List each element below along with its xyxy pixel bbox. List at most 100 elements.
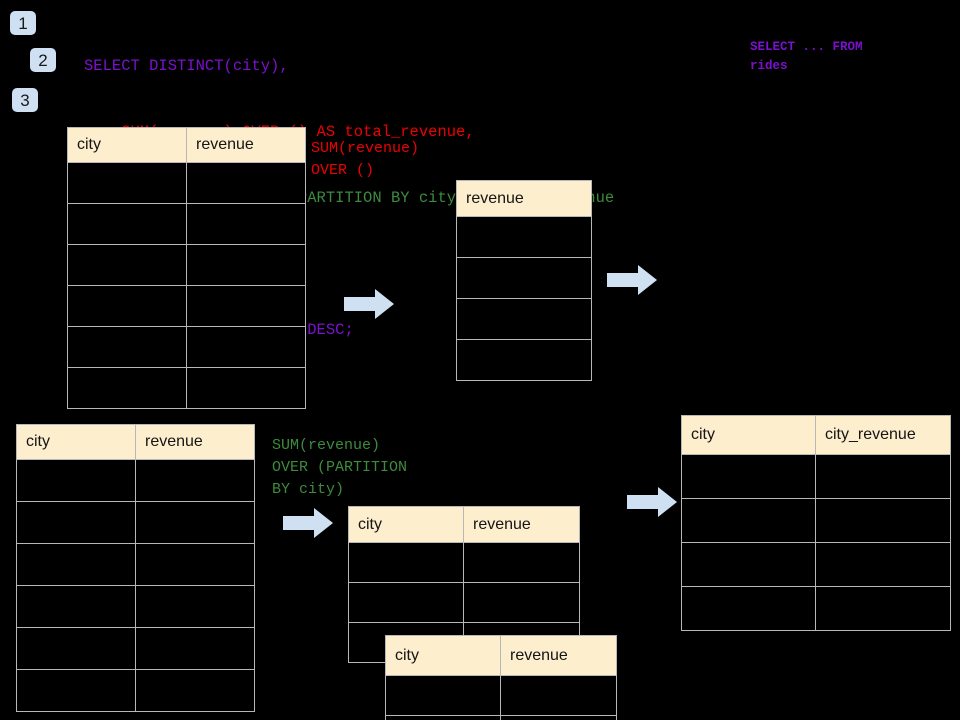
table-header-row: city revenue <box>385 635 617 676</box>
table-header-row: city revenue <box>16 424 255 460</box>
cell-city <box>16 459 136 502</box>
table-row[interactable] <box>456 339 592 381</box>
city-revenue-result-table: city city_revenue <box>681 415 951 631</box>
table-header-row: city city_revenue <box>681 415 951 455</box>
cell-city <box>348 542 464 583</box>
column-header-city-revenue: city_revenue <box>815 415 951 455</box>
column-header-revenue: revenue <box>463 506 580 543</box>
table-row[interactable] <box>67 285 306 327</box>
column-header-city: city <box>385 635 501 676</box>
table-header-row: city revenue <box>67 127 306 163</box>
sql-line-select: SELECT DISTINCT(city), <box>84 57 289 75</box>
column-header-revenue: revenue <box>186 127 306 163</box>
cell-city-revenue <box>815 498 951 543</box>
arrow-partition-to-result <box>627 487 677 517</box>
table-row[interactable] <box>456 298 592 340</box>
table-row[interactable] <box>16 585 255 628</box>
arrow-total-to-result <box>607 265 657 295</box>
table-row[interactable] <box>16 459 255 502</box>
table-row[interactable] <box>348 582 580 623</box>
cell-revenue <box>186 367 306 409</box>
cell-city <box>16 501 136 544</box>
step-badge-1[interactable]: 1 <box>10 11 36 35</box>
cell-city <box>681 498 816 543</box>
cell-revenue <box>456 257 592 299</box>
cell-revenue <box>456 216 592 258</box>
table-row[interactable] <box>385 675 617 716</box>
rides-source-table-bottom: city revenue <box>16 424 255 712</box>
cell-revenue <box>186 285 306 327</box>
cell-revenue <box>135 501 255 544</box>
column-header-revenue: revenue <box>135 424 255 460</box>
table-row[interactable] <box>67 367 306 409</box>
step-badge-2[interactable]: 2 <box>30 48 56 72</box>
arrow-source-to-partition <box>283 508 333 538</box>
table-row[interactable] <box>16 627 255 670</box>
column-header-city: city <box>16 424 136 460</box>
cell-revenue <box>135 627 255 670</box>
cell-city-revenue <box>815 542 951 587</box>
annotation-select-from-rides: SELECT ... FROM rides <box>750 40 863 73</box>
table-body <box>385 675 617 720</box>
cell-revenue <box>186 203 306 245</box>
cell-city <box>67 162 187 204</box>
cell-city <box>67 244 187 286</box>
table-row[interactable] <box>67 326 306 368</box>
partition-group-table-back: city revenue <box>348 506 580 663</box>
table-row[interactable] <box>67 244 306 286</box>
cell-revenue <box>135 459 255 502</box>
table-body <box>681 454 951 631</box>
cell-revenue <box>456 339 592 381</box>
rides-source-table-top: city revenue <box>67 127 306 409</box>
table-row[interactable] <box>348 542 580 583</box>
table-row[interactable] <box>385 715 617 720</box>
table-body <box>456 216 592 381</box>
table-row[interactable] <box>456 216 592 258</box>
table-row[interactable] <box>16 669 255 712</box>
step-badge-3[interactable]: 3 <box>12 88 38 112</box>
cell-city <box>681 542 816 587</box>
cell-revenue <box>135 543 255 586</box>
cell-city <box>16 669 136 712</box>
arrow-source-to-total <box>344 289 394 319</box>
cell-revenue <box>463 582 580 623</box>
table-header-row: revenue <box>456 180 592 217</box>
cell-revenue <box>186 326 306 368</box>
cell-city <box>67 367 187 409</box>
table-row[interactable] <box>681 542 951 587</box>
cell-revenue <box>500 675 617 716</box>
table-row[interactable] <box>67 203 306 245</box>
cell-city-revenue <box>815 454 951 499</box>
cell-revenue <box>135 585 255 628</box>
table-row[interactable] <box>16 543 255 586</box>
cell-revenue <box>456 298 592 340</box>
column-header-revenue: revenue <box>456 180 592 217</box>
cell-revenue <box>186 162 306 204</box>
table-header-row: city revenue <box>348 506 580 543</box>
cell-city <box>348 582 464 623</box>
cell-revenue <box>186 244 306 286</box>
column-header-revenue: revenue <box>500 635 617 676</box>
table-row[interactable] <box>456 257 592 299</box>
annotation-sum-over-empty: SUM(revenue) OVER () <box>311 140 420 179</box>
cell-city <box>16 627 136 670</box>
column-header-city: city <box>67 127 187 163</box>
cell-revenue <box>463 542 580 583</box>
table-row[interactable] <box>67 162 306 204</box>
cell-city <box>67 326 187 368</box>
cell-city <box>16 543 136 586</box>
partition-group-table-front: city revenue <box>385 635 617 720</box>
table-row[interactable] <box>681 498 951 543</box>
cell-city-revenue <box>815 586 951 631</box>
cell-city <box>67 285 187 327</box>
table-body <box>16 459 255 712</box>
table-row[interactable] <box>681 454 951 499</box>
cell-city <box>385 675 501 716</box>
cell-city <box>681 454 816 499</box>
table-row[interactable] <box>16 501 255 544</box>
total-revenue-table: revenue <box>456 180 592 381</box>
cell-city <box>67 203 187 245</box>
cell-city <box>16 585 136 628</box>
table-row[interactable] <box>681 586 951 631</box>
